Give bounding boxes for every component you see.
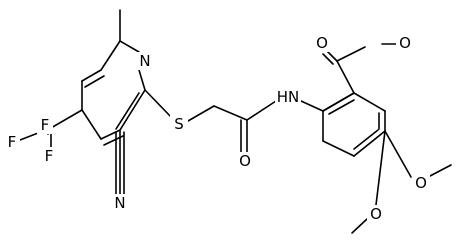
svg-text:F: F [8,133,17,151]
methoxy-oxygen-atom-upper: O [412,174,430,192]
bond-pyridine-c5-c6-double-a [81,69,102,82]
bond-pyridine-c2-c3-inner-a [119,89,146,131]
bond-ester-carbonyl-double-a [326,50,338,62]
bond-pyridine-c5-c6-double-b [84,75,105,88]
bond-benzene-c1-c2-inner-b [328,99,355,115]
svg-text:S: S [174,115,184,133]
svg-text:O: O [316,34,328,52]
bond-benzene-c4-c5-inner-a [353,130,386,157]
bond-ester-carbonyl-double-b [322,53,334,65]
bond-pyridine-c2-c3-inner-b [115,92,140,130]
ester-oxygen-atom: O [396,34,414,52]
svg-text:N: N [139,52,150,70]
bond-s-ch2 [187,105,215,122]
fluorine-atom-left: F [4,133,20,151]
thioether-sulfur-atom: S [170,115,188,133]
bond-benzene-c2-c3 [353,92,386,112]
bond-methoxy-lower-methyl [351,218,368,234]
ring-nitrogen-atom: N [136,52,154,70]
bond-layer [19,9,452,234]
bond-c5-methoxy-o [375,130,386,206]
svg-text:O: O [415,174,427,192]
bond-nh-benzene [300,100,324,112]
svg-text:N: N [114,194,125,212]
svg-text:O: O [399,34,411,52]
methoxy-oxygen-atom-lower: O [367,205,385,223]
svg-text:O: O [370,205,382,223]
atom-label-layer: N N S F F F HN O [4,34,430,223]
bond-c4-cf3 [50,109,83,129]
bond-methoxy-upper-methyl [429,164,452,177]
amide-oxygen-atom: O [236,152,254,170]
bond-carbonyl-nh [246,100,277,121]
svg-text:HN: HN [277,88,300,106]
amide-nh-group: HN [275,88,301,106]
bond-benzene-ester-carbon [336,60,355,94]
bond-benzene-c1-c2-inner-a [322,92,355,112]
bond-methyl-pyridine [100,40,121,71]
bond-c4-methoxy-o [384,130,412,178]
svg-text:F: F [45,147,54,165]
bond-pyridine-c2-n [138,69,146,91]
bond-benzene-c4-c5-inner-b [353,129,379,150]
nitrile-nitrogen-atom: N [111,194,129,212]
ester-carbonyl-oxygen-atom: O [313,34,331,52]
svg-text:F: F [41,116,50,134]
fluorine-atom-top: F [37,116,53,134]
bond-ch2-carbonyl [213,105,248,121]
bond-benzene-c5-c6 [322,140,355,157]
bond-pyridine-c3-c2-double-a [100,129,121,140]
bond-pyridine-c3-c2-double-b [103,135,124,146]
svg-text:O: O [239,152,251,170]
bond-pyridine-c4-c3 [81,109,102,140]
bond-ester-carbon-o [336,46,366,62]
bond-c2-s [144,89,173,119]
bond-pyridine-c6-n [119,40,140,53]
fluorine-atom-bottom: F [41,147,57,165]
